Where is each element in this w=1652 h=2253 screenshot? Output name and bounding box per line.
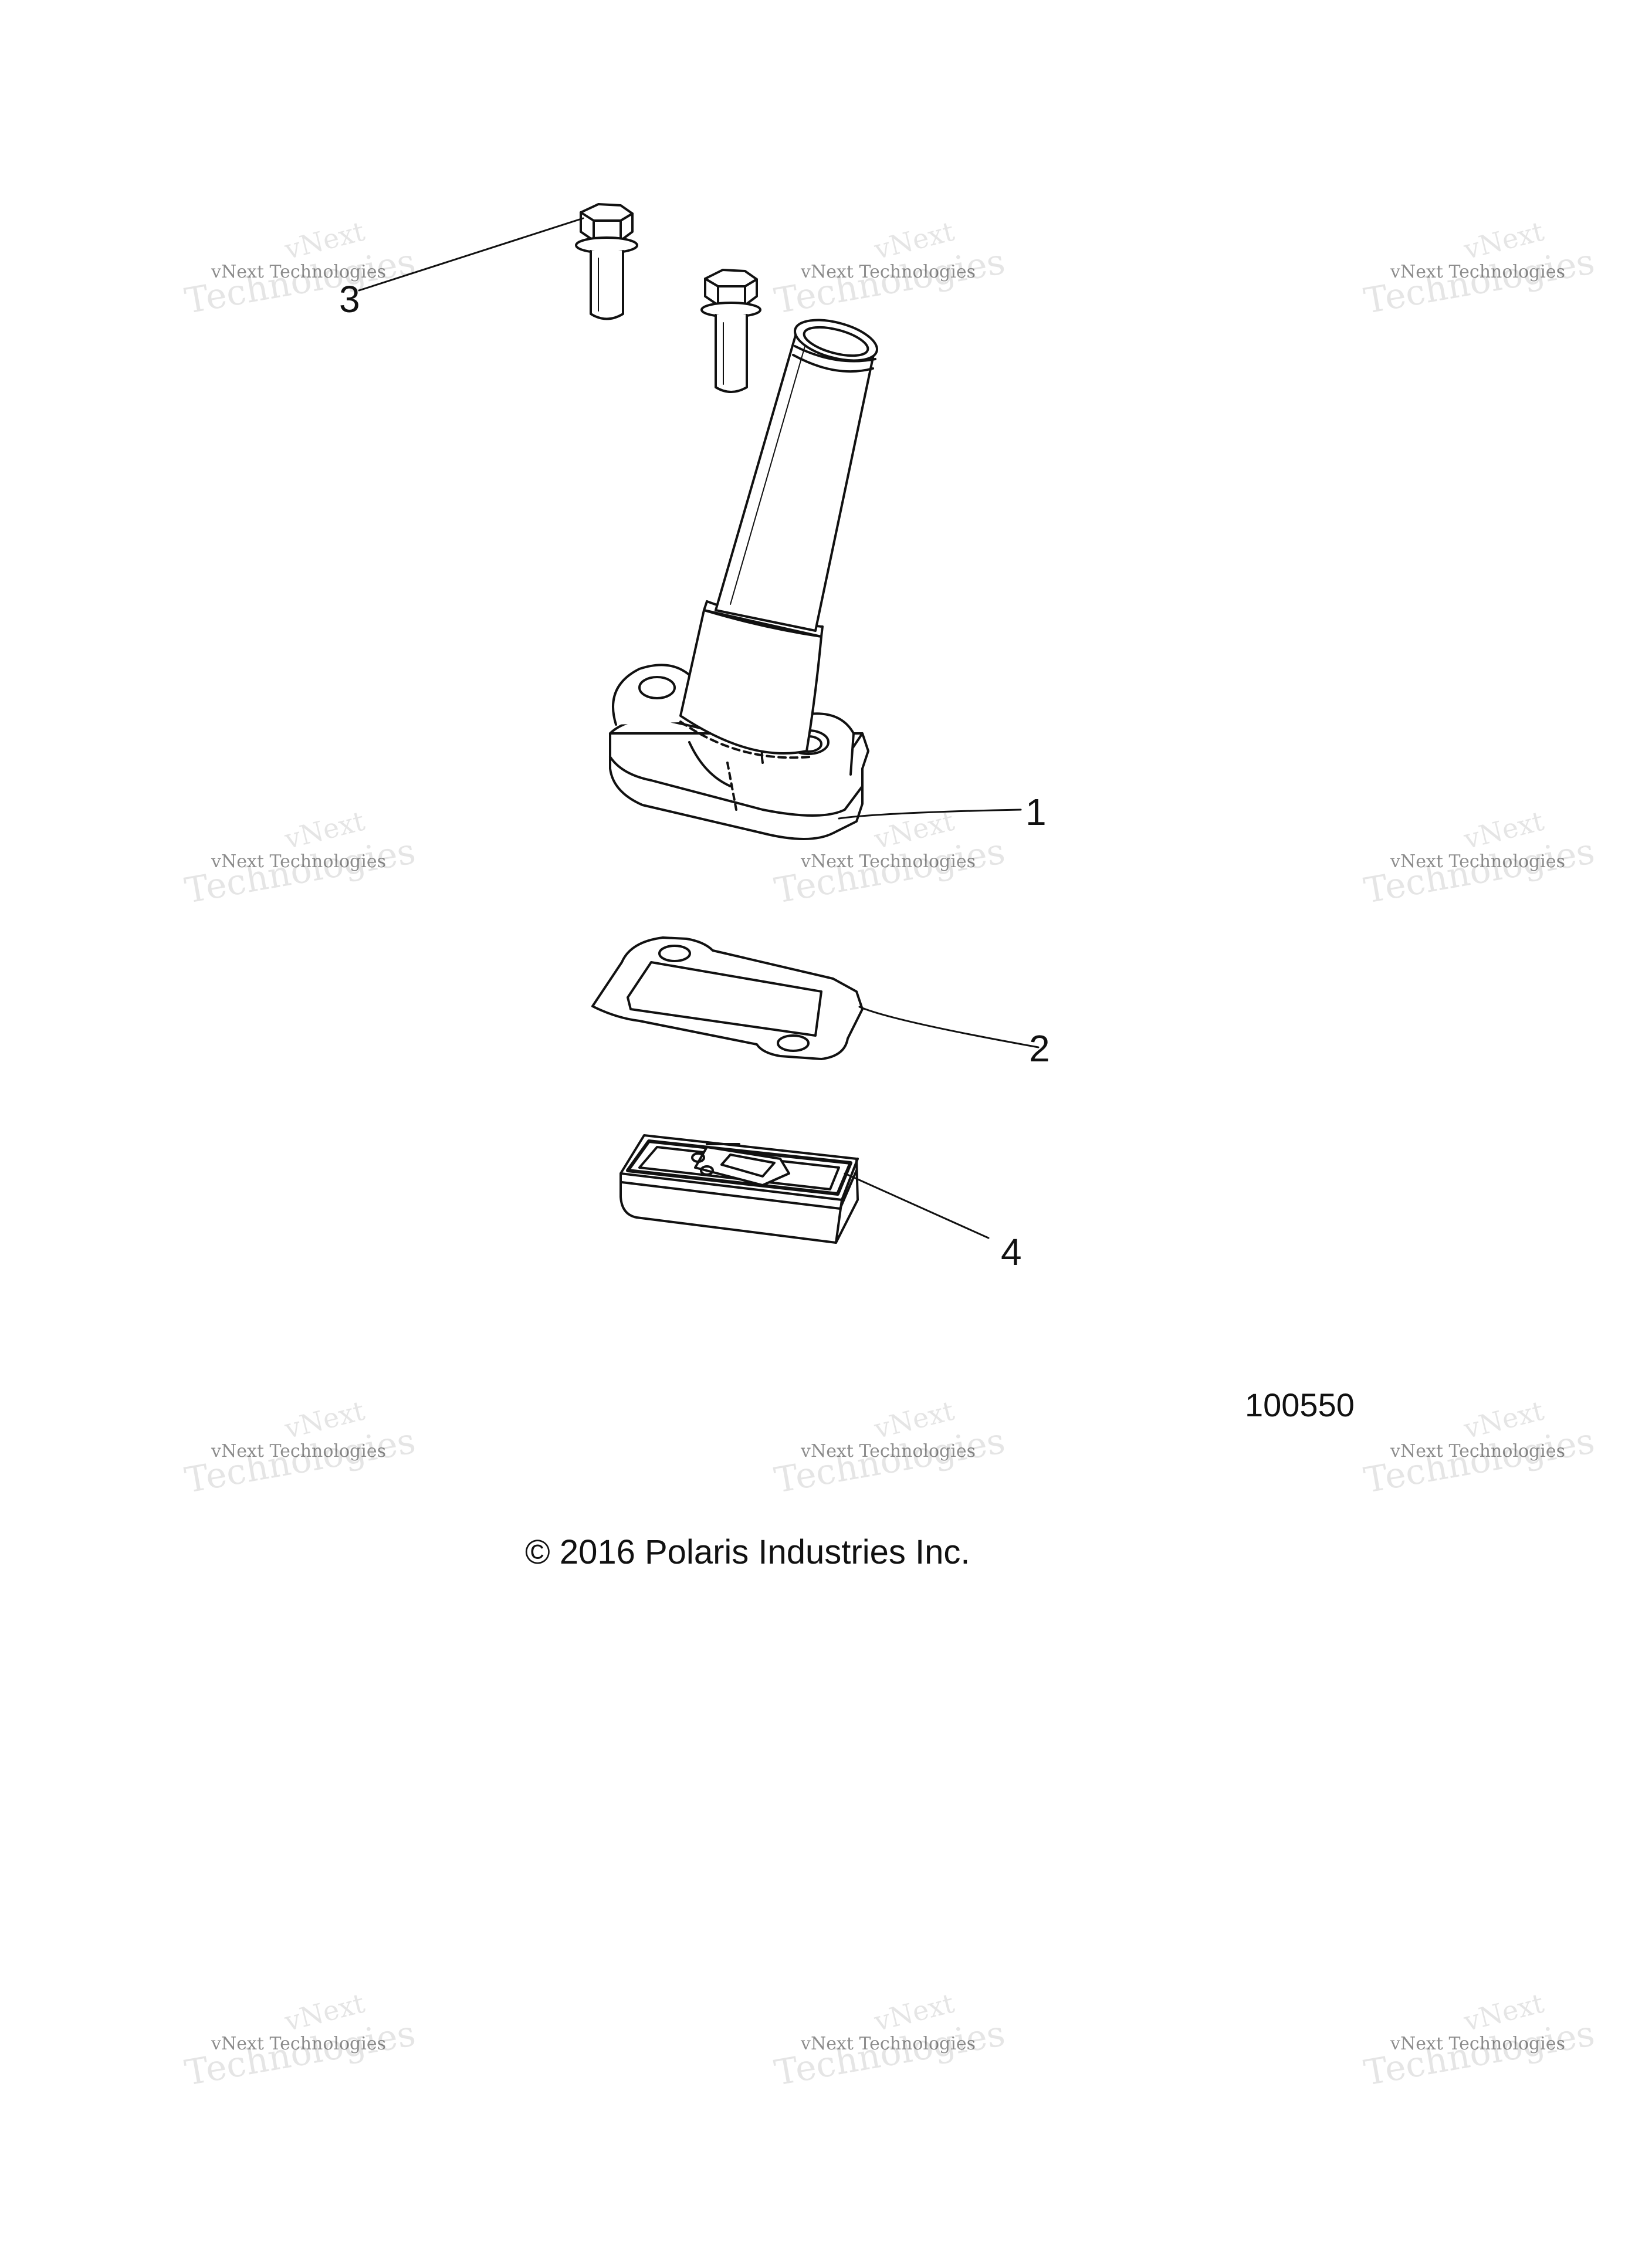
copyright-notice: © 2016 Polaris Industries Inc. [525, 1533, 970, 1571]
callout-2: 2 [1029, 1027, 1050, 1070]
reed-valve [620, 1134, 859, 1244]
leader-line-4 [844, 1172, 990, 1239]
leader-line-3 [358, 217, 584, 292]
callout-1: 1 [1025, 791, 1047, 833]
callout-3: 3 [339, 278, 360, 320]
bolt-b [700, 269, 761, 393]
figure-id: 100550 [1245, 1386, 1355, 1423]
gasket [591, 936, 864, 1060]
intake-boot [609, 319, 878, 840]
callout-4: 4 [1001, 1231, 1022, 1273]
bolt-a [575, 203, 638, 320]
leader-line-1 [838, 808, 1022, 820]
leader-line-2 [858, 1006, 1040, 1048]
